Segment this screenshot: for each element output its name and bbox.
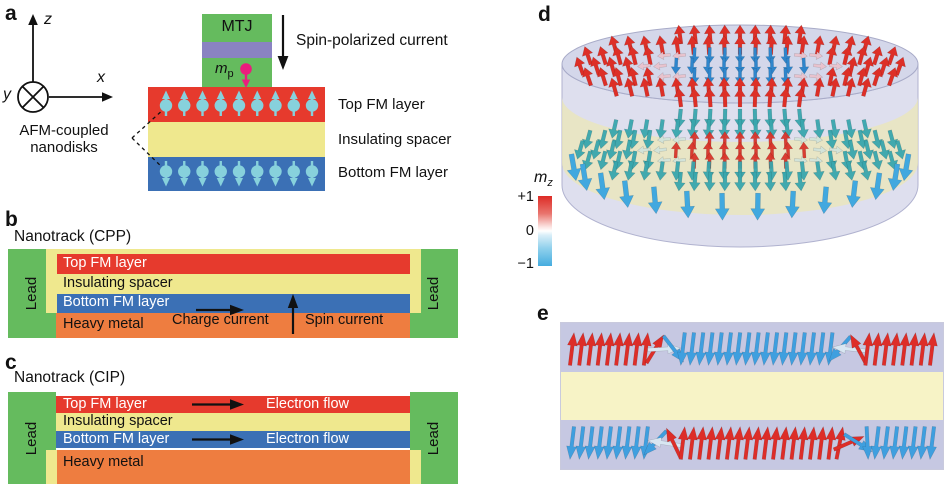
b-left-lead-label: Lead	[23, 276, 41, 311]
panel-c-title: Nanotrack (CIP)	[14, 369, 126, 386]
c-bottom-fm-label: Bottom FM layer	[63, 431, 170, 447]
a-insulating-spacer	[148, 122, 325, 157]
e-border	[560, 322, 944, 470]
cross-section-spin-arrows	[566, 331, 938, 461]
panel-c-letter: c	[5, 351, 17, 374]
colorbar-tick-zero: 0	[525, 223, 534, 239]
spin-current-label: Spin current	[305, 312, 384, 328]
mp-label: mp	[215, 60, 234, 81]
b-left-insulator-strip	[46, 249, 57, 313]
top-layer-spin-field	[574, 24, 906, 108]
nanodisk-cross-section	[560, 322, 944, 470]
a-top-fm-label: Top FM layer	[338, 96, 425, 113]
z-axis-label: z	[44, 11, 52, 28]
mtj-barrier-layer	[202, 42, 272, 58]
spin-moment-icons	[159, 90, 319, 187]
panel-a-graphics	[17, 14, 319, 187]
c-bottom-electron-flow-label: Electron flow	[266, 431, 350, 447]
mz-base: m	[534, 169, 548, 186]
b-spacer-label: Insulating spacer	[63, 275, 173, 291]
e-spacer-band	[560, 372, 944, 420]
c-top-electron-arrow-icon	[192, 399, 244, 410]
mp-polarizer-arrow-icon	[240, 63, 252, 88]
b-top-fm-layer	[57, 254, 410, 274]
afm-line2: nanodisks	[30, 139, 98, 157]
colorbar-tick-plus1: +1	[517, 189, 534, 205]
spin-polarized-current-arrow-icon	[277, 15, 289, 70]
colorbar-gradient	[538, 196, 552, 266]
afm-line1: AFM-coupled	[19, 122, 109, 139]
c-right-lead-label: Lead	[425, 421, 443, 455]
bottom-layer-spin-field	[574, 108, 906, 192]
c-top-fm-label: Top FM layer	[63, 396, 147, 412]
c-left-insulator-strip	[46, 450, 57, 484]
panel-b-letter: b	[5, 208, 18, 231]
colorbar-title: mz	[534, 169, 553, 190]
afm-coupled-label: AFM-coupled nanodisks	[4, 122, 124, 157]
b-heavy-metal-label: Heavy metal	[63, 316, 144, 332]
c-heavy-metal	[57, 450, 410, 484]
b-bottom-fm-label: Bottom FM layer	[63, 294, 170, 310]
nanodisk-pointer-dashes	[131, 107, 166, 171]
panel-e-letter: e	[537, 302, 549, 325]
spin-current-arrow-icon	[287, 294, 299, 334]
a-bottom-fm-label: Bottom FM layer	[338, 164, 449, 181]
c-spacer-label: Insulating spacer	[63, 413, 173, 429]
c-bottom-electron-arrow-icon	[192, 434, 244, 445]
x-axis-label: x	[97, 69, 105, 86]
mp-sub: p	[227, 68, 234, 80]
c-insulating-spacer	[56, 413, 410, 431]
panel-a-letter: a	[5, 2, 17, 25]
a-spacer-label: Insulating spacer	[338, 131, 452, 148]
b-bottom-fm-layer	[57, 294, 410, 313]
b-right-lead-label: Lead	[425, 276, 443, 311]
panel-b-title: Nanotrack (CPP)	[14, 228, 132, 245]
colorbar-tick-minus1: −1	[517, 256, 534, 272]
mp-base: m	[215, 60, 228, 77]
coordinate-axes-icon	[17, 23, 104, 113]
c-left-lead-label: Lead	[23, 421, 41, 455]
b-top-fm-label: Top FM layer	[63, 255, 147, 271]
spin-polarized-current-label: Spin-polarized current	[296, 32, 448, 49]
panel-d-letter: d	[538, 3, 551, 26]
nanodisk-3d-view	[561, 24, 919, 248]
x-axis-arrowhead-icon	[102, 92, 113, 102]
y-axis-label: y	[3, 86, 11, 103]
c-right-insulator-strip	[410, 450, 421, 484]
b-heavy-metal	[56, 313, 410, 338]
z-axis-arrowhead-icon	[28, 14, 38, 25]
b-right-insulator-strip	[410, 249, 421, 313]
mtj-label: MTJ	[221, 18, 253, 35]
c-top-electron-flow-label: Electron flow	[266, 396, 350, 412]
bottom-rim-spin-arrows	[566, 153, 914, 221]
c-heavy-metal-label: Heavy metal	[63, 454, 144, 470]
charge-current-arrow-icon	[196, 304, 244, 316]
mz-sub: z	[547, 177, 553, 190]
charge-current-label: Charge current	[172, 312, 269, 328]
